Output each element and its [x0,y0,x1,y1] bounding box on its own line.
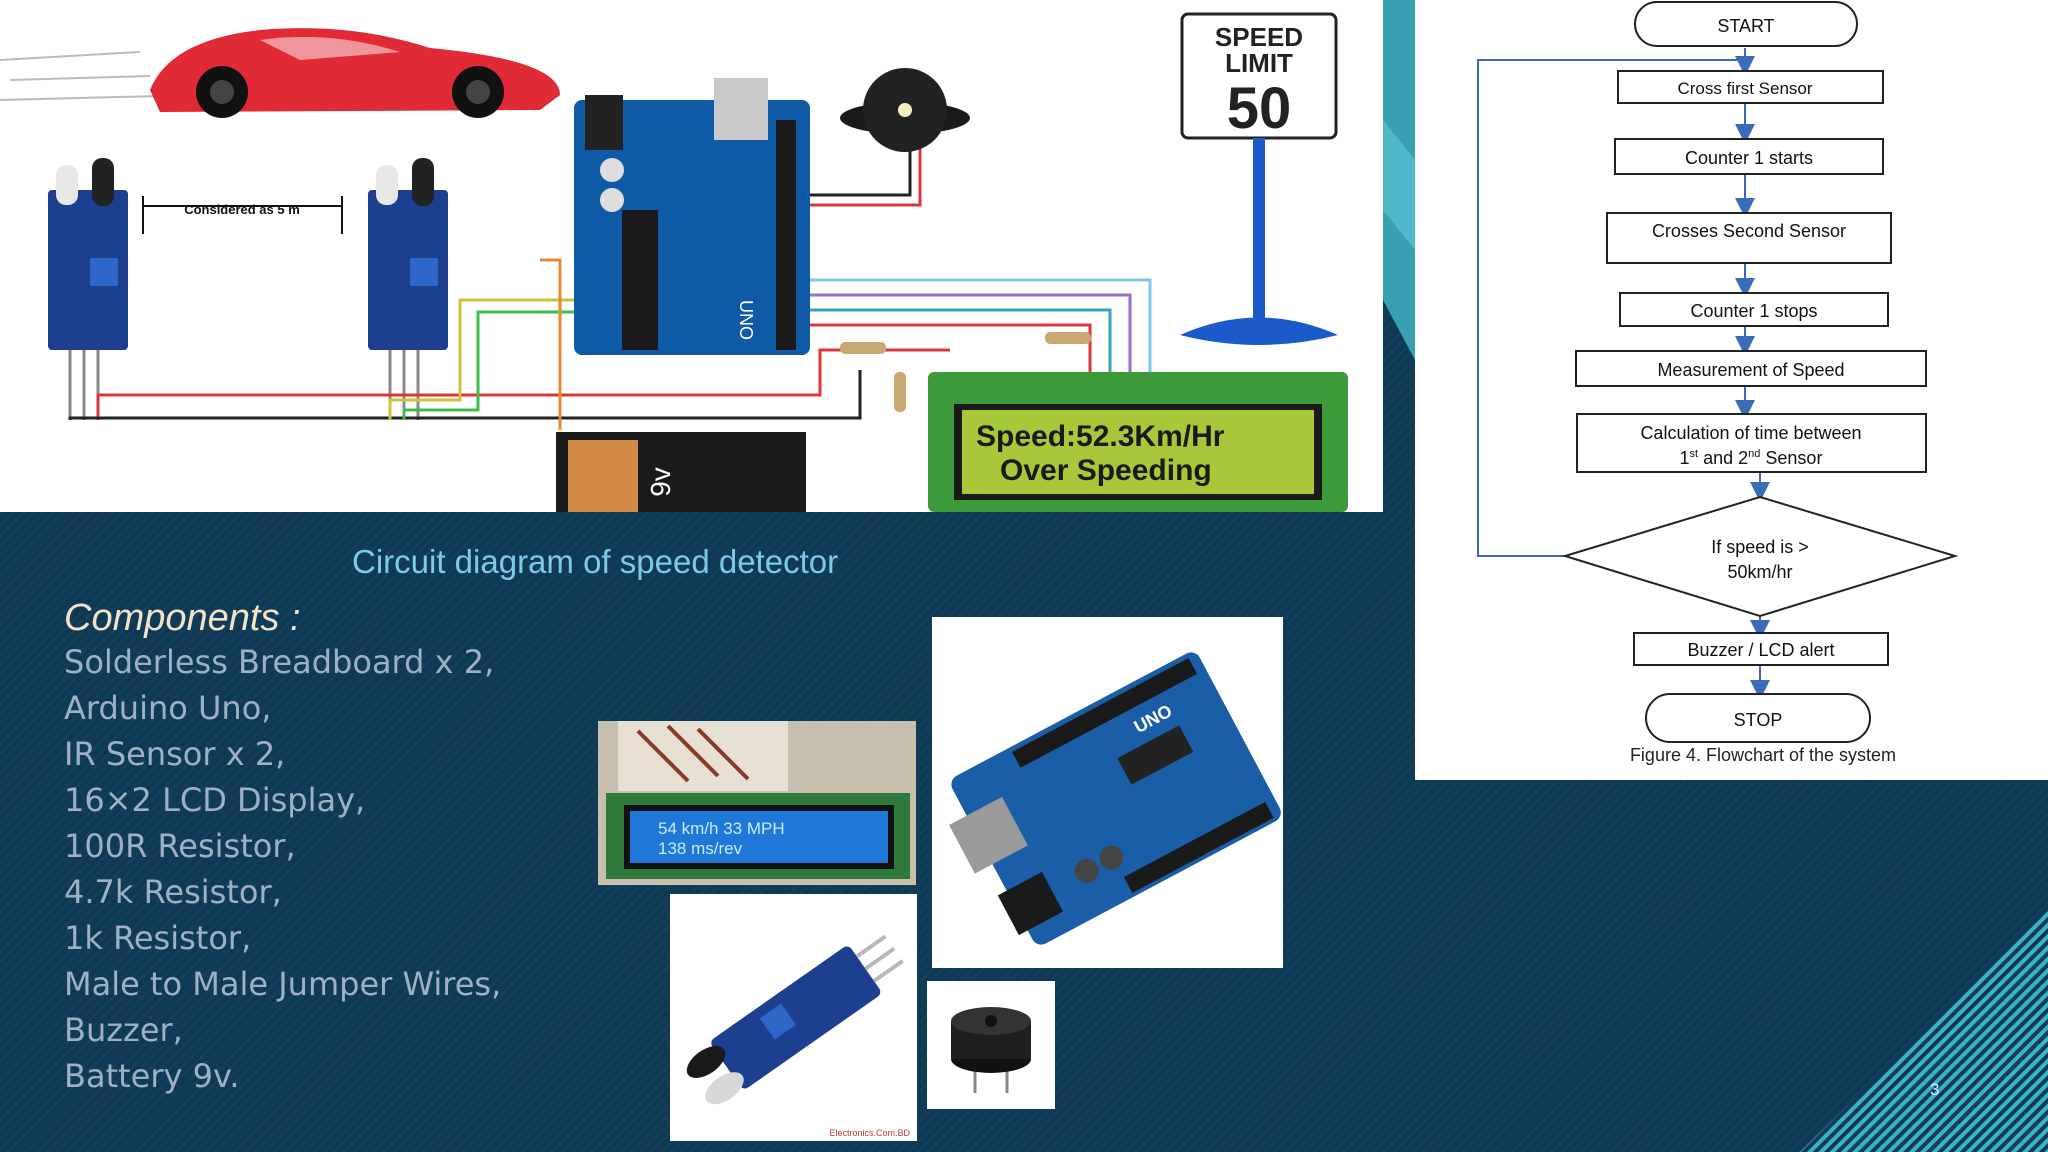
sign-line2: LIMIT [1225,48,1293,78]
buzzer-graphic [840,68,970,152]
step-label: Counter 1 starts [1685,148,1813,168]
arduino-uno-board: UNO [574,78,810,355]
figure-caption: Figure 4. Flowchart of the system [1630,745,1896,765]
flow-step-2: Counter 1 starts [1614,138,1884,175]
ir-sensor-left [48,158,128,420]
sign-line1: SPEED [1215,22,1303,52]
flow-step-3: Crosses Second Sensor [1606,212,1892,264]
flow-calculation: Calculation of time between 1st and 2nd … [1576,413,1927,473]
lcd-line1: Speed:52.3Km/Hr [976,420,1225,453]
teal-stripe-decoration-top [1383,0,1415,360]
components-list: Solderless Breadboard x 2, Arduino Uno, … [64,639,501,1099]
flow-step-4: Counter 1 stops [1619,292,1889,327]
list-item: 16×2 LCD Display, [64,781,366,819]
board-label: UNO [736,300,756,340]
lcd-photo: 54 km/h 33 MPH 138 ms/rev [598,721,916,885]
list-item: IR Sensor x 2, [64,735,286,773]
flow-start: START [1634,1,1858,47]
flow-stop: STOP [1645,693,1871,743]
list-item: 100R Resistor, [64,827,296,865]
battery-9v: 9v [556,432,806,512]
flow-alert: Buzzer / LCD alert [1633,632,1889,666]
ir-photo-watermark: Electronics.Com.BD [829,1128,910,1138]
buzzer-photo [927,981,1055,1109]
red-car-graphic [0,28,560,118]
distance-marker: Considered as 5 m [142,196,343,234]
alert-label: Buzzer / LCD alert [1687,640,1834,660]
ir-sensor-right [368,158,448,420]
decision-line2: 50km/hr [1727,562,1792,582]
list-item: Buzzer, [64,1011,183,1049]
lcd-display-diagram: Speed:52.3Km/Hr Over Speeding [928,372,1348,512]
calc-line1: Calculation of time between [1640,423,1861,443]
calc-line2: 1st and 2nd Sensor [1680,448,1823,468]
components-title: Components : [64,597,301,639]
photo-lcd-line2: 138 ms/rev [658,839,743,858]
photo-lcd-line1: 54 km/h 33 MPH [658,819,785,838]
flow-decision: If speed is > 50km/hr [1561,495,1959,618]
circuit-caption: Circuit diagram of speed detector [352,543,839,580]
speed-limit-sign: SPEED LIMIT 50 [1180,12,1338,345]
step-label: Counter 1 stops [1690,301,1817,321]
flow-step-5: Measurement of Speed [1575,350,1927,387]
step-label: Crosses Second Sensor [1652,221,1846,241]
lcd-line2: Over Speeding [1000,454,1212,487]
flowchart-image: START Cross first Sensor Counter 1 start… [1415,0,2048,780]
battery-label: 9v [645,467,676,497]
resistors [840,332,1091,412]
list-item: Arduino Uno, [64,689,272,727]
step-label: Cross first Sensor [1677,79,1812,98]
step-label: Measurement of Speed [1657,360,1844,380]
list-item: Male to Male Jumper Wires, [64,965,502,1003]
start-label: START [1717,16,1774,36]
list-item: Battery 9v. [64,1057,240,1095]
arduino-photo: UNO [932,617,1283,968]
flow-step-1: Cross first Sensor [1617,70,1884,104]
ir-sensor-photo: Electronics.Com.BD [670,894,917,1141]
decision-line1: If speed is > [1711,537,1809,557]
page-number: 3 [1930,1080,1940,1099]
distance-label: Considered as 5 m [184,202,300,217]
circuit-diagram-image: Considered as 5 m [0,0,1383,512]
sign-value: 50 [1227,76,1292,141]
list-item: 4.7k Resistor, [64,873,282,911]
list-item: 1k Resistor, [64,919,252,957]
stop-label: STOP [1734,710,1783,730]
flowchart-arrows [1477,48,1770,700]
list-item: Solderless Breadboard x 2, [64,643,495,681]
teal-stripe-decoration-bottom [1800,910,2048,1152]
